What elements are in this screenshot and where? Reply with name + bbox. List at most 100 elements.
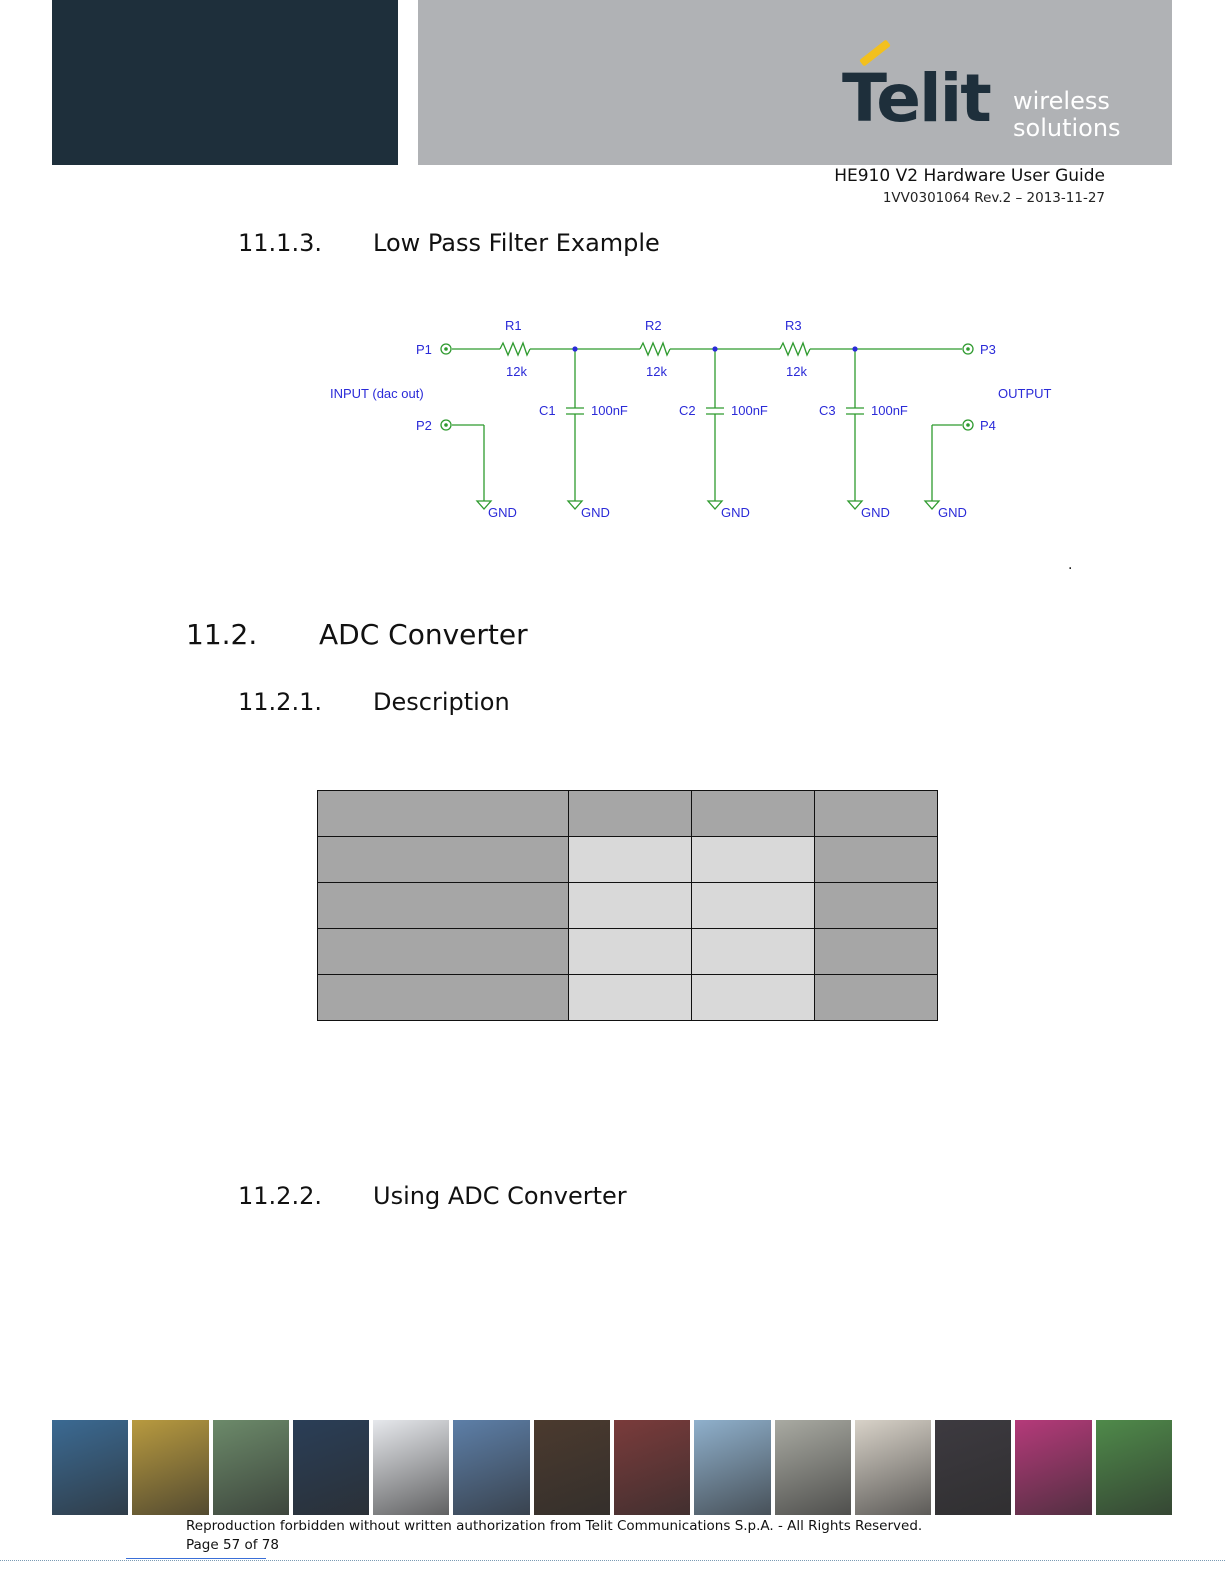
resistor-r1: [499, 341, 531, 357]
gnd-symbol: [566, 500, 584, 510]
port-p2-label: P2: [416, 418, 432, 433]
resistor-r2-ref: R2: [645, 318, 662, 333]
gnd-label: GND: [938, 505, 967, 520]
section-number: 11.2.2.: [238, 1182, 322, 1210]
page-bottom-dotted-rule: [0, 1560, 1225, 1561]
footer-photo: [212, 1420, 289, 1515]
section-title: ADC Converter: [319, 618, 528, 651]
table-cell: [814, 790, 938, 837]
document-title: HE910 V2 Hardware User Guide: [834, 166, 1105, 186]
capacitor-c1-value: 100nF: [591, 403, 628, 418]
capacitor-c2-value: 100nF: [731, 403, 768, 418]
table-cell: [691, 836, 815, 883]
table-row: [317, 790, 938, 837]
port-p1-label: P1: [416, 342, 432, 357]
logo-tagline-line1: wireless: [1013, 87, 1110, 115]
table-cell: [814, 882, 938, 929]
footer-photo-strip: [52, 1420, 1172, 1515]
gnd-label: GND: [861, 505, 890, 520]
footer-photo: [1015, 1420, 1092, 1515]
section-heading-11-2-1: 11.2.1. Description: [238, 688, 510, 716]
section-heading-11-1-3: 11.1.3. Low Pass Filter Example: [238, 229, 660, 257]
footer-photo: [774, 1420, 851, 1515]
gnd-label: GND: [488, 505, 517, 520]
table-cell: [568, 974, 692, 1021]
footer-photo: [694, 1420, 771, 1515]
input-label: INPUT (dac out): [330, 386, 424, 401]
resistor-r1-ref: R1: [505, 318, 522, 333]
footer-photo: [613, 1420, 691, 1515]
capacitor-c2-ref: C2: [679, 403, 696, 418]
logo-tagline: wireless solutions: [1013, 88, 1121, 142]
table-cell: [814, 974, 938, 1021]
resistor-r3: [779, 341, 811, 357]
port-p4-symbol: [962, 419, 974, 431]
gnd-symbol: [706, 500, 724, 510]
gnd-label: GND: [581, 505, 610, 520]
footer-photo: [453, 1420, 530, 1515]
telit-logo: Telit wireless solutions: [838, 39, 1138, 144]
table-cell: [317, 974, 569, 1021]
footer-photo: [1095, 1420, 1172, 1515]
footer-link-underline: [126, 1558, 266, 1559]
port-p2-symbol: [440, 419, 452, 431]
port-p3-symbol: [962, 343, 974, 355]
table-cell: [691, 928, 815, 975]
footer-photo: [935, 1420, 1012, 1515]
footer-photo: [373, 1420, 450, 1515]
footer-photo: [854, 1420, 932, 1515]
junction-dot: [712, 346, 718, 352]
table-cell: [568, 790, 692, 837]
table-cell: [317, 790, 569, 837]
section-number: 11.2.: [186, 618, 258, 651]
gnd-symbol: [475, 500, 493, 510]
section-number: 11.1.3.: [238, 229, 322, 257]
logo-word: Telit: [842, 60, 992, 137]
logo-tagline-line2: solutions: [1013, 114, 1121, 142]
table-cell: [317, 928, 569, 975]
table-cell: [568, 928, 692, 975]
table-row: [317, 928, 938, 975]
resistor-r2: [639, 341, 671, 357]
footer-photo: [533, 1420, 610, 1515]
footer-photo: [292, 1420, 370, 1515]
table-cell: [814, 836, 938, 883]
output-label: OUTPUT: [998, 386, 1052, 401]
adc-spec-table: [317, 790, 938, 1021]
section-heading-11-2-2: 11.2.2. Using ADC Converter: [238, 1182, 627, 1210]
header-dark-panel: [52, 0, 398, 165]
resistor-r1-value: 12k: [506, 364, 527, 379]
gnd-label: GND: [721, 505, 750, 520]
resistor-r3-ref: R3: [785, 318, 802, 333]
footer-photo: [132, 1420, 209, 1515]
table-cell: [691, 974, 815, 1021]
section-title: Description: [373, 688, 510, 716]
table-cell: [691, 882, 815, 929]
port-p4-label: P4: [980, 418, 996, 433]
section-title: Low Pass Filter Example: [373, 229, 660, 257]
junction-dot: [572, 346, 578, 352]
port-p1-symbol: [440, 343, 452, 355]
resistor-r2-value: 12k: [646, 364, 667, 379]
table-cell: [317, 882, 569, 929]
page-number: Page 57 of 78: [186, 1537, 279, 1553]
junction-dot: [852, 346, 858, 352]
table-row: [317, 974, 938, 1021]
low-pass-filter-schematic: P1 P2 P3 P4 INPUT (dac out) OUTPUT R1 12…: [330, 318, 1052, 520]
resistor-r3-value: 12k: [786, 364, 807, 379]
header-grey-panel: [418, 0, 1172, 165]
gnd-symbol: [846, 500, 864, 510]
table-cell: [568, 882, 692, 929]
port-p3-label: P3: [980, 342, 996, 357]
table-row: [317, 882, 938, 929]
section-title: Using ADC Converter: [373, 1182, 627, 1210]
capacitor-c3-value: 100nF: [871, 403, 908, 418]
table-row: [317, 836, 938, 883]
stray-mark: .: [1068, 557, 1073, 573]
gnd-symbol: [923, 500, 941, 510]
document-code: 1VV0301064 Rev.2 – 2013-11-27: [882, 190, 1105, 206]
table-cell: [814, 928, 938, 975]
table-cell: [317, 836, 569, 883]
capacitor-c1-ref: C1: [539, 403, 556, 418]
table-cell: [568, 836, 692, 883]
